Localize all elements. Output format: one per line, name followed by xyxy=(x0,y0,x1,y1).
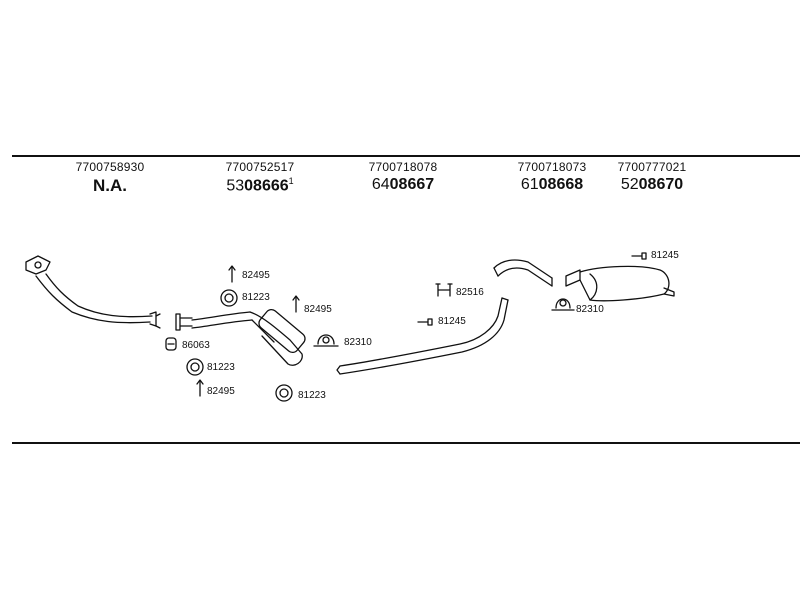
middle-pipe-part xyxy=(336,297,509,375)
rear-pipe-part xyxy=(493,259,553,287)
front-silencer-part xyxy=(175,308,306,366)
column-middle-pipe: 7700718078 6408667 xyxy=(333,160,473,194)
front-pipe-part xyxy=(25,255,161,329)
clip-icon xyxy=(417,318,433,326)
part-code: 53086661 xyxy=(190,176,330,195)
ring-icon xyxy=(224,293,234,303)
hanger-icon xyxy=(165,337,177,351)
part-code: 6108668 xyxy=(482,176,622,194)
bottom-divider xyxy=(12,442,800,444)
ring-icon xyxy=(279,388,289,398)
part-label-82310: 82310 xyxy=(576,304,604,315)
ref-number: 7700752517 xyxy=(225,160,295,174)
code-main: 08670 xyxy=(638,176,684,193)
ref-number: 7700718073 xyxy=(517,160,587,174)
bracket-icon xyxy=(435,283,453,297)
code-prefix: 52 xyxy=(620,176,639,193)
bolt-icon xyxy=(196,379,204,397)
part-label-81245: 81245 xyxy=(651,250,679,261)
part-label-82495: 82495 xyxy=(304,304,332,315)
part-code: 5208670 xyxy=(582,176,722,194)
part-label-81223: 81223 xyxy=(298,390,326,401)
ref-number: 7700758930 xyxy=(75,160,145,174)
bolt-icon xyxy=(228,265,236,283)
code-prefix: 64 xyxy=(371,176,390,193)
column-front-pipe: 7700758930 N.A. xyxy=(40,160,180,196)
ring-icon xyxy=(275,384,293,402)
ref-number: 7700777021 xyxy=(617,160,687,174)
column-rear-silencer: 7700777021 5208670 xyxy=(582,160,722,194)
code-prefix: 53 xyxy=(226,177,245,195)
part-label-82495: 82495 xyxy=(242,270,270,281)
part-label-82310: 82310 xyxy=(344,337,372,348)
clip-icon xyxy=(631,252,647,260)
ring-icon xyxy=(220,289,238,307)
part-label-81223: 81223 xyxy=(242,292,270,303)
part-label-86063: 86063 xyxy=(182,340,210,351)
part-label-82495: 82495 xyxy=(207,386,235,397)
code-main: 08666 xyxy=(244,177,289,195)
part-code: N.A. xyxy=(93,176,127,195)
code-main: 08667 xyxy=(389,176,435,193)
ring-icon xyxy=(186,358,204,376)
clamp-icon xyxy=(313,334,339,347)
column-rear-pipe: 7700718073 6108668 xyxy=(482,160,622,194)
ref-number: 7700718078 xyxy=(368,160,438,174)
code-suffix: 1 xyxy=(288,176,294,186)
part-label-81245: 81245 xyxy=(438,316,466,327)
bolt-icon xyxy=(292,295,300,313)
part-label-81223: 81223 xyxy=(207,362,235,373)
code-prefix: 61 xyxy=(520,176,539,193)
code-main: 08668 xyxy=(538,176,584,193)
column-front-silencer: 7700752517 53086661 xyxy=(190,160,330,195)
part-label-82516: 82516 xyxy=(456,287,484,298)
ring-icon xyxy=(190,362,200,372)
clamp-icon xyxy=(551,298,575,311)
part-code: 6408667 xyxy=(333,176,473,194)
top-divider xyxy=(12,155,800,157)
rear-silencer-part xyxy=(565,265,675,302)
